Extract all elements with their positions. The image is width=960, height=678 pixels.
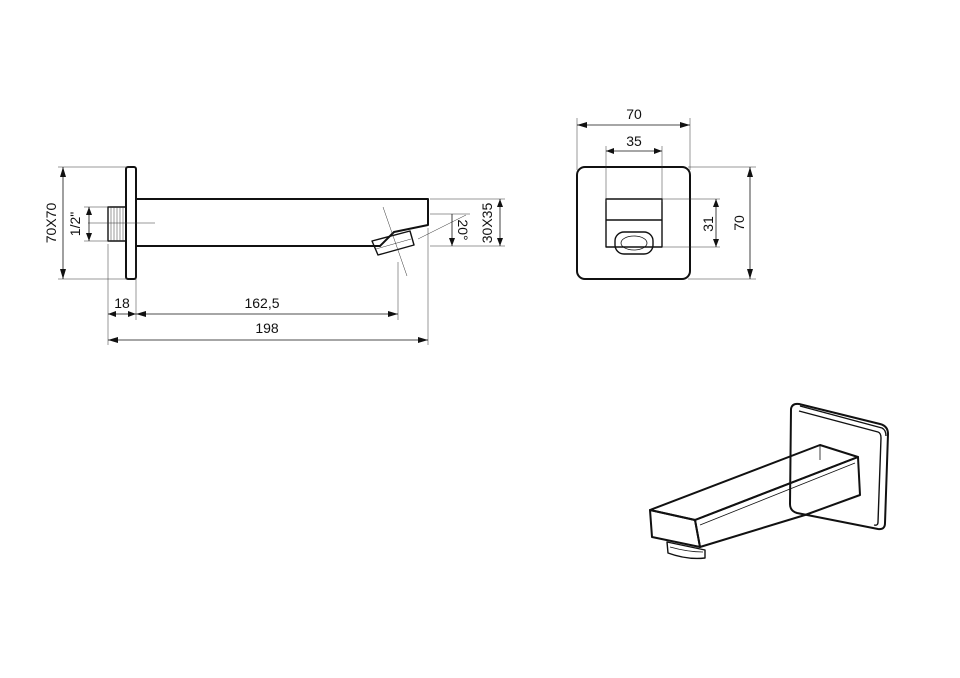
- dim-front-width: 70: [626, 106, 642, 122]
- iso-outlet: [666, 541, 706, 560]
- dim-front-height: 70: [731, 215, 747, 231]
- side-view: 70X70 1/2" 30X35 20° 18 162,5 198: [43, 166, 505, 345]
- front-spout: [605, 198, 663, 248]
- side-spout-body: [135, 198, 429, 247]
- iso-spout-top: [649, 444, 859, 521]
- side-outlet-nozzle: [371, 230, 415, 256]
- dim-outlet-angle: 20°: [455, 219, 471, 240]
- front-flange: [576, 166, 691, 280]
- thread-lines: [110, 207, 124, 241]
- front-view: 70 35 31 70: [576, 106, 756, 280]
- isometric-view: [649, 402, 889, 560]
- dim-total-length: 198: [255, 320, 279, 336]
- dim-flange-thickness: 18: [114, 295, 130, 311]
- dim-flange-size: 70X70: [43, 203, 59, 244]
- dim-spout-length: 162,5: [244, 295, 279, 311]
- front-outlet: [614, 231, 654, 255]
- dim-front-spout-width: 35: [626, 133, 642, 149]
- dim-spout-section: 30X35: [479, 203, 495, 244]
- iso-spout-side: [694, 456, 861, 548]
- iso-flange-back: [789, 402, 889, 531]
- dim-front-spout-height: 31: [700, 216, 716, 232]
- dim-thread-size: 1/2": [67, 212, 83, 236]
- iso-spout-front: [649, 509, 701, 548]
